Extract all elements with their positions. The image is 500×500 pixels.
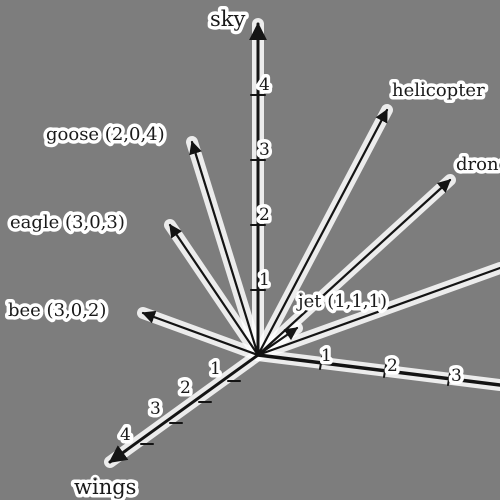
wings-axis-label: wings (74, 475, 136, 499)
sky-tick-label: 3 (259, 140, 270, 160)
helicopter-label: helicopter (392, 80, 485, 101)
sky-tick-label: 2 (259, 205, 270, 225)
right-tick-label: 2 (387, 356, 398, 376)
helicopter-vector (256, 108, 389, 357)
labels: sky 1 2 3 4 1 2 3 1 2 3 4 wings bee (3,0… (5, 4, 500, 500)
right-tick-mark (447, 372, 451, 386)
wings-tick-label: 4 (120, 425, 131, 445)
sky-tick-label: 1 (259, 270, 270, 290)
bee-vector (141, 310, 260, 357)
goose-vector (189, 140, 260, 357)
wings-tick-label: 2 (180, 378, 191, 398)
goose-label: goose (2,0,4) (46, 124, 165, 145)
bee-label: bee (3,0,2) (8, 300, 106, 321)
unlabeled-vector (256, 266, 500, 357)
wings-tick-label: 3 (150, 399, 161, 419)
wings-tick-label: 1 (210, 359, 221, 379)
drone-label: drone (456, 154, 500, 175)
right-tick-mark (383, 364, 387, 378)
vectors (141, 108, 500, 357)
right-tick-label: 1 (321, 346, 332, 366)
eagle-label: eagle (3,0,3) (10, 212, 125, 233)
wings-axis (108, 353, 260, 464)
sky-tick-label: 4 (259, 75, 270, 95)
jet-label: jet (1,1,1) (296, 291, 387, 312)
right-tick-label: 3 (451, 366, 462, 386)
eagle-vector (168, 223, 260, 357)
sky-axis-label: sky (210, 7, 246, 31)
axes (108, 22, 500, 464)
right-tick-mark (319, 356, 323, 370)
drone-vector (256, 178, 452, 357)
right-axis (256, 353, 500, 387)
